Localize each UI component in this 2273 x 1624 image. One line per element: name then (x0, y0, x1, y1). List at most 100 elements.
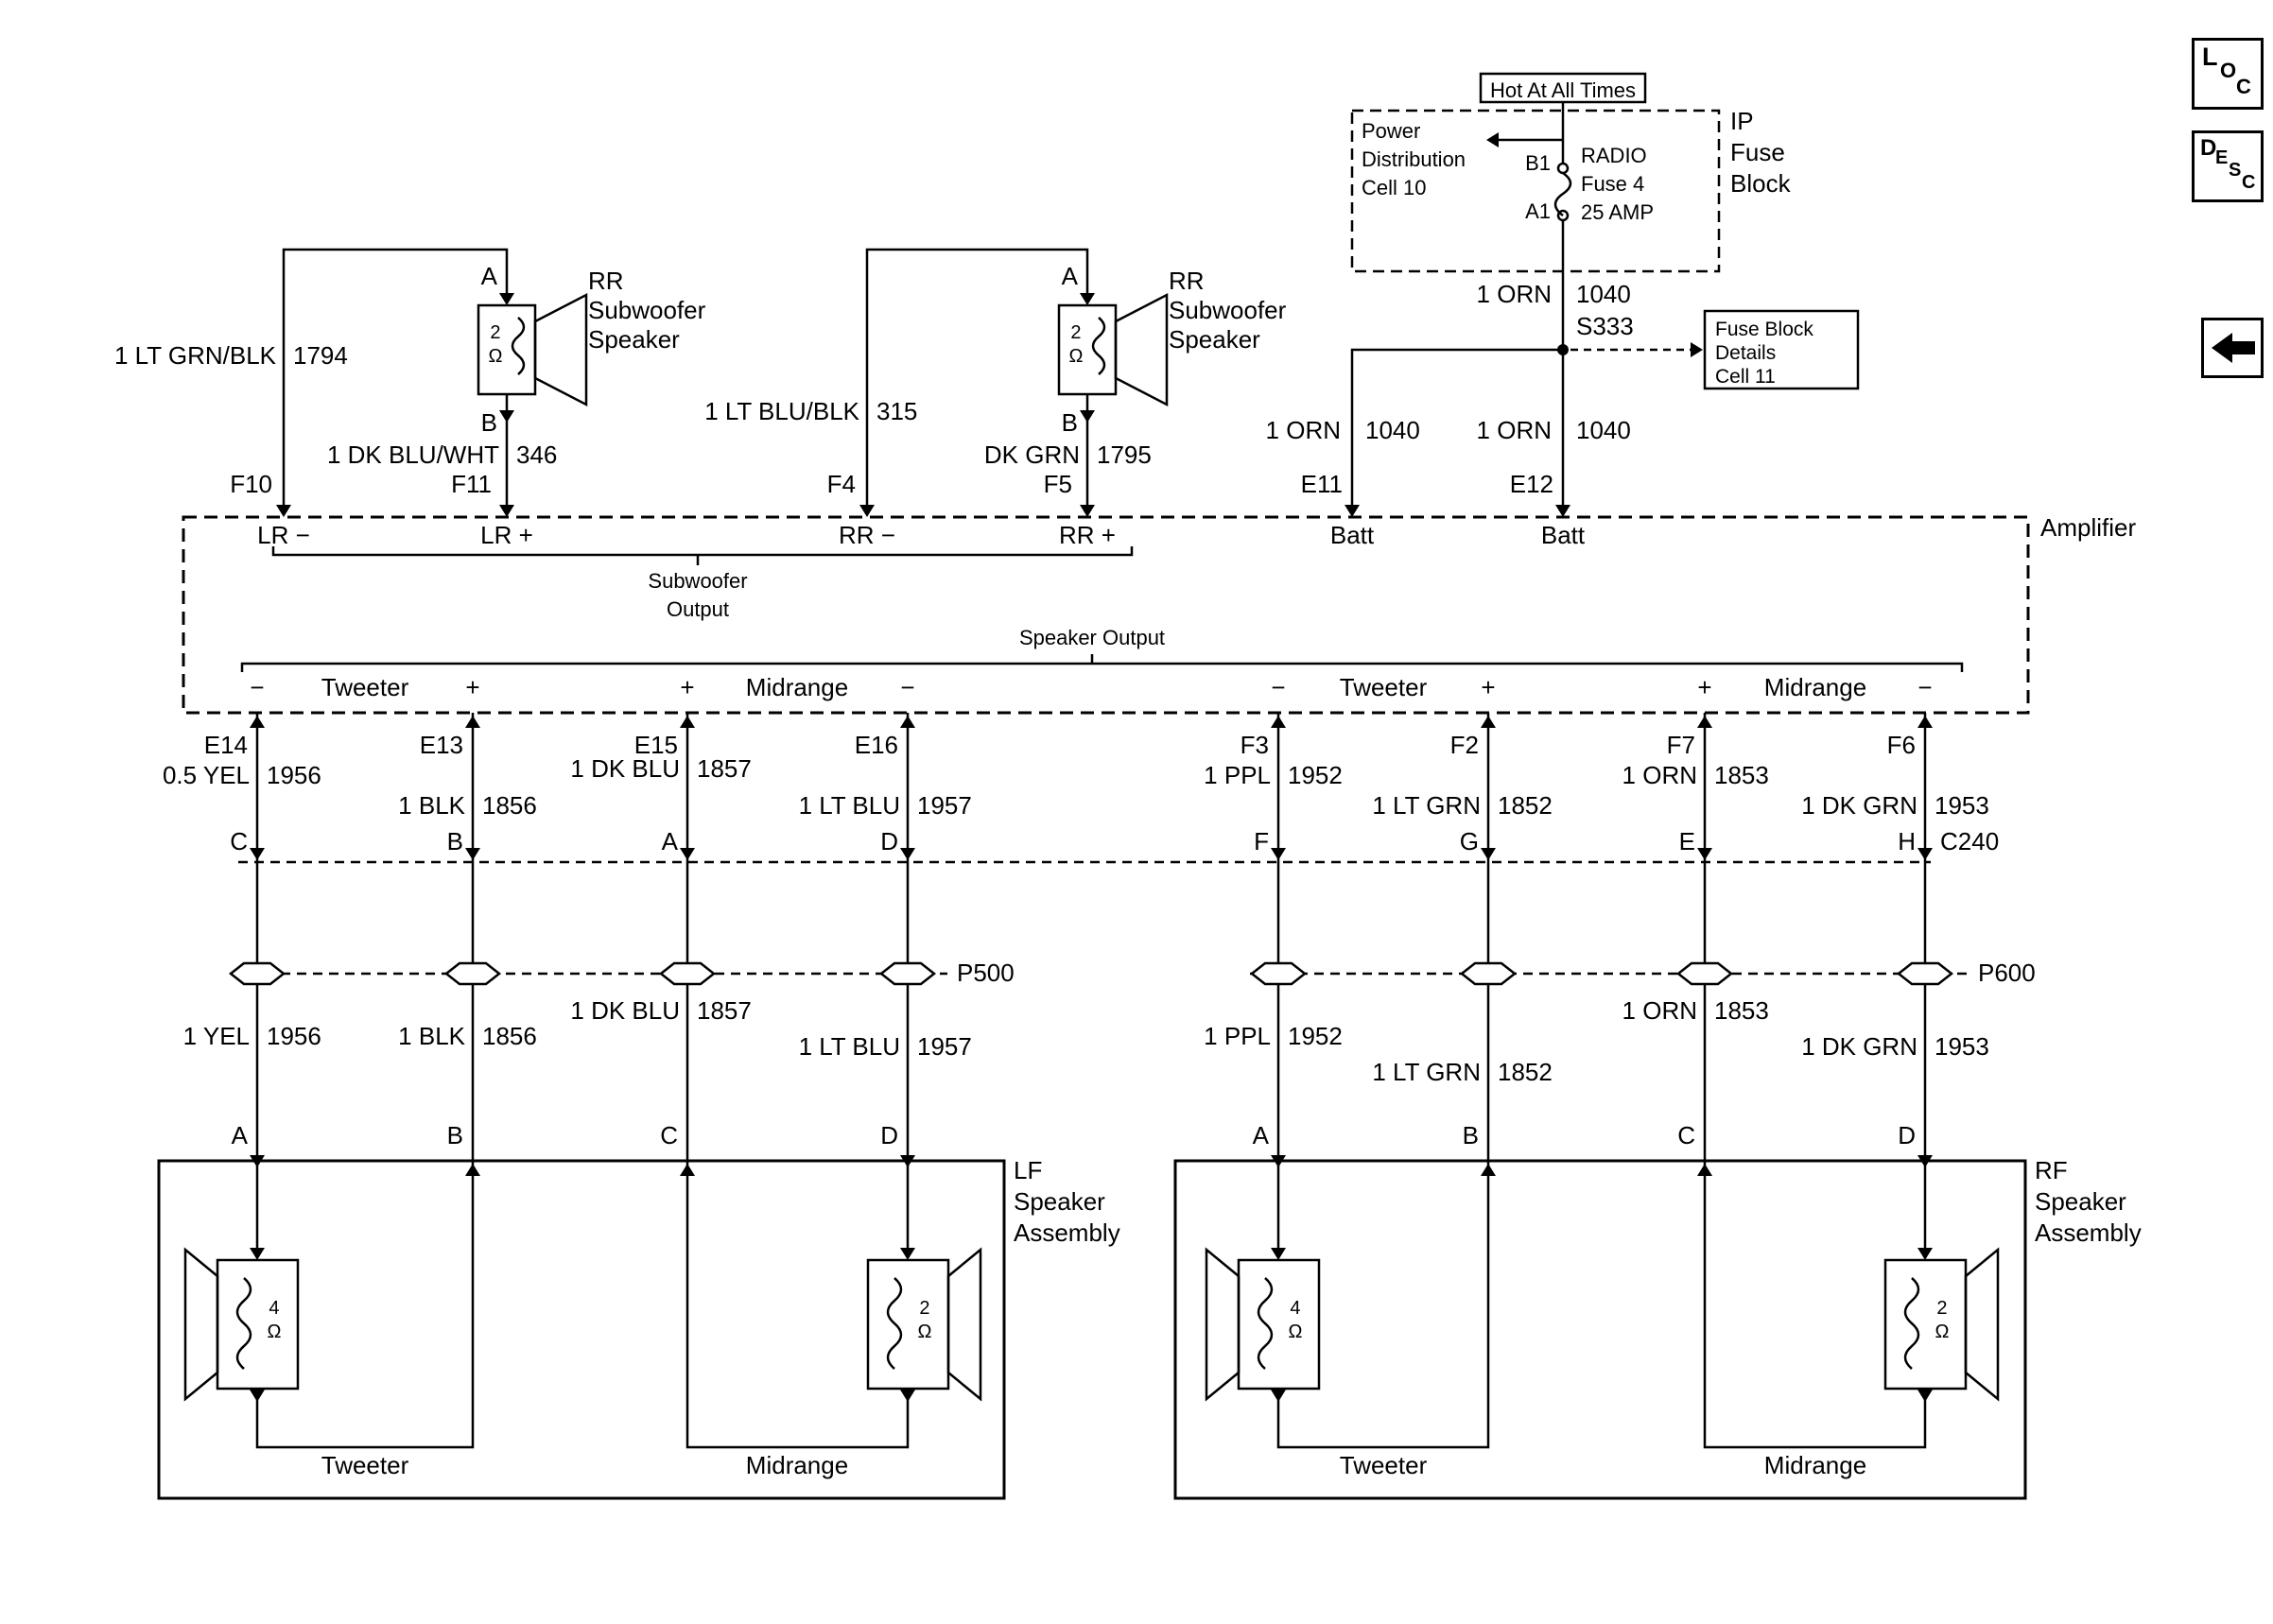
connector-pin-label: A (231, 1121, 248, 1149)
circuit-number-label: 315 (876, 397, 918, 425)
wire-color-label: 0.5 YEL (162, 761, 250, 789)
pin-label: F7 (1666, 731, 1695, 759)
speaker-label: Midrange (745, 1451, 849, 1479)
radio-fuse-label: RADIO Fuse 4 25 AMP (1581, 144, 1655, 224)
polarity-label: + (680, 673, 695, 701)
polarity-label: − (250, 673, 265, 701)
terminal-b-label: B (480, 408, 497, 437)
circuit-number-label: 346 (516, 441, 558, 469)
circuit-number-label: 1856 (482, 791, 537, 820)
channel-label: Midrange (745, 673, 849, 701)
back-arrow-icon (2212, 333, 2255, 363)
loc-letter: L (2202, 43, 2218, 71)
terminal-a-label: A (1061, 262, 1078, 290)
desc-letter: S (2229, 160, 2242, 181)
speaker-label: Tweeter (1339, 1451, 1428, 1479)
speaker-output-wires (233, 713, 1970, 1161)
pin-label: E12 (1509, 470, 1553, 498)
wire-color-label: 1 DK GRN (1801, 1032, 1917, 1061)
back-button[interactable] (2201, 318, 2264, 378)
circuit-number-label: 1952 (1288, 761, 1343, 789)
circuit-number-label: 1852 (1498, 1058, 1553, 1086)
impedance-label: 4 Ω (1288, 1298, 1303, 1342)
pin-label: F10 (230, 470, 272, 498)
rf-assembly-name: RF Speaker Assembly (2035, 1156, 2142, 1247)
loc-letter: C (2236, 75, 2251, 98)
wire-color-label: 1 BLK (398, 791, 465, 820)
fuse-block-circuit (1350, 72, 1860, 510)
connector-pin-label: D (880, 827, 898, 855)
connector-pin-label: G (1459, 827, 1479, 855)
connector-pin-label: B (446, 1121, 463, 1149)
circuit-number-label: 1853 (1714, 996, 1769, 1025)
connector-pin-label: D (880, 1121, 898, 1149)
rr-subwoofer-right-name: RR Subwoofer Speaker (1169, 267, 1287, 354)
channel-label: Midrange (1763, 673, 1867, 701)
wire-color-label: 1 LT GRN (1372, 1058, 1481, 1086)
circuit-number-label: 1040 (1576, 416, 1631, 444)
circuit-number-label: 1956 (267, 761, 321, 789)
subwoofer-output-label: Subwoofer Output (648, 569, 748, 621)
rr-subwoofer-left-icon (282, 248, 588, 510)
wire-color-label: 1 LT BLU/BLK (704, 397, 859, 425)
wire-color-label: 1 BLK (398, 1022, 465, 1050)
amplifier-box (182, 515, 2030, 715)
wire-color-label: 1 LT GRN/BLK (114, 341, 276, 370)
rr-subwoofer-left-name: RR Subwoofer Speaker (588, 267, 706, 354)
speaker-label: Midrange (1763, 1451, 1867, 1479)
amp-terminal-label: LR − (257, 521, 310, 549)
connector-name-label: P500 (957, 959, 1015, 987)
splice-label: S333 (1576, 312, 1634, 340)
amp-terminal-label: RR + (1059, 521, 1116, 549)
fuse-block-details-label: Fuse Block Details Cell 11 (1715, 319, 1813, 388)
polarity-label: − (1271, 673, 1286, 701)
wire-color-label: 1 ORN (1622, 996, 1697, 1025)
pin-label: E16 (854, 731, 898, 759)
channel-label: Tweeter (321, 673, 409, 701)
circuit-number-label: 1040 (1365, 416, 1420, 444)
wire-color-label: 1 DK BLU/WHT (326, 441, 499, 469)
polarity-label: − (1917, 673, 1933, 701)
speaker-label: Tweeter (321, 1451, 409, 1479)
wire-color-label: 1 PPL (1204, 1022, 1271, 1050)
power-distribution-label: Power Distribution Cell 10 (1362, 119, 1466, 199)
circuit-number-label: 1852 (1498, 791, 1553, 820)
polarity-label: + (1697, 673, 1712, 701)
pin-label: F5 (1043, 470, 1072, 498)
loc-button[interactable]: L O C (2192, 38, 2264, 110)
circuit-number-label: 1953 (1935, 1032, 1989, 1061)
wire-color-label: DK GRN (983, 441, 1080, 469)
wire-color-label: 1 ORN (1476, 280, 1552, 308)
inline-connector-icons (228, 961, 1954, 986)
desc-letter: C (2242, 172, 2256, 193)
connector-name-label: P600 (1978, 959, 2036, 987)
arrowheads (250, 132, 1933, 1402)
impedance-label: 2 Ω (488, 322, 503, 367)
connector-name-label: C240 (1940, 827, 2000, 855)
terminal-b-label: B (1061, 408, 1078, 437)
connector-pin-label: A (1252, 1121, 1269, 1149)
fuse-terminal-b1-label: B1 (1525, 151, 1551, 175)
wire-color-label: 1 ORN (1265, 416, 1341, 444)
pin-label: F6 (1886, 731, 1916, 759)
hot-at-all-times-label: Hot At All Times (1489, 78, 1637, 102)
circuit-number-label: 1857 (697, 996, 752, 1025)
wire-color-label: 1 LT BLU (798, 1032, 900, 1061)
circuit-number-label: 1856 (482, 1022, 537, 1050)
ip-fuse-block-label: IP Fuse Block (1730, 107, 1791, 198)
wire-color-label: 1 ORN (1622, 761, 1697, 789)
wire-color-label: 1 DK GRN (1801, 791, 1917, 820)
circuit-number-label: 1853 (1714, 761, 1769, 789)
circuit-number-label: 1794 (293, 341, 348, 370)
polarity-label: + (1481, 673, 1496, 701)
pin-label: E15 (633, 731, 678, 759)
wire-color-label: 1 LT BLU (798, 791, 900, 820)
polarity-label: + (465, 673, 480, 701)
desc-button[interactable]: D E S C (2192, 130, 2264, 202)
wire-color-label: 1 YEL (182, 1022, 250, 1050)
connector-pin-label: B (446, 827, 463, 855)
impedance-label: 4 Ω (267, 1298, 282, 1342)
wire-color-label: 1 LT GRN (1372, 791, 1481, 820)
